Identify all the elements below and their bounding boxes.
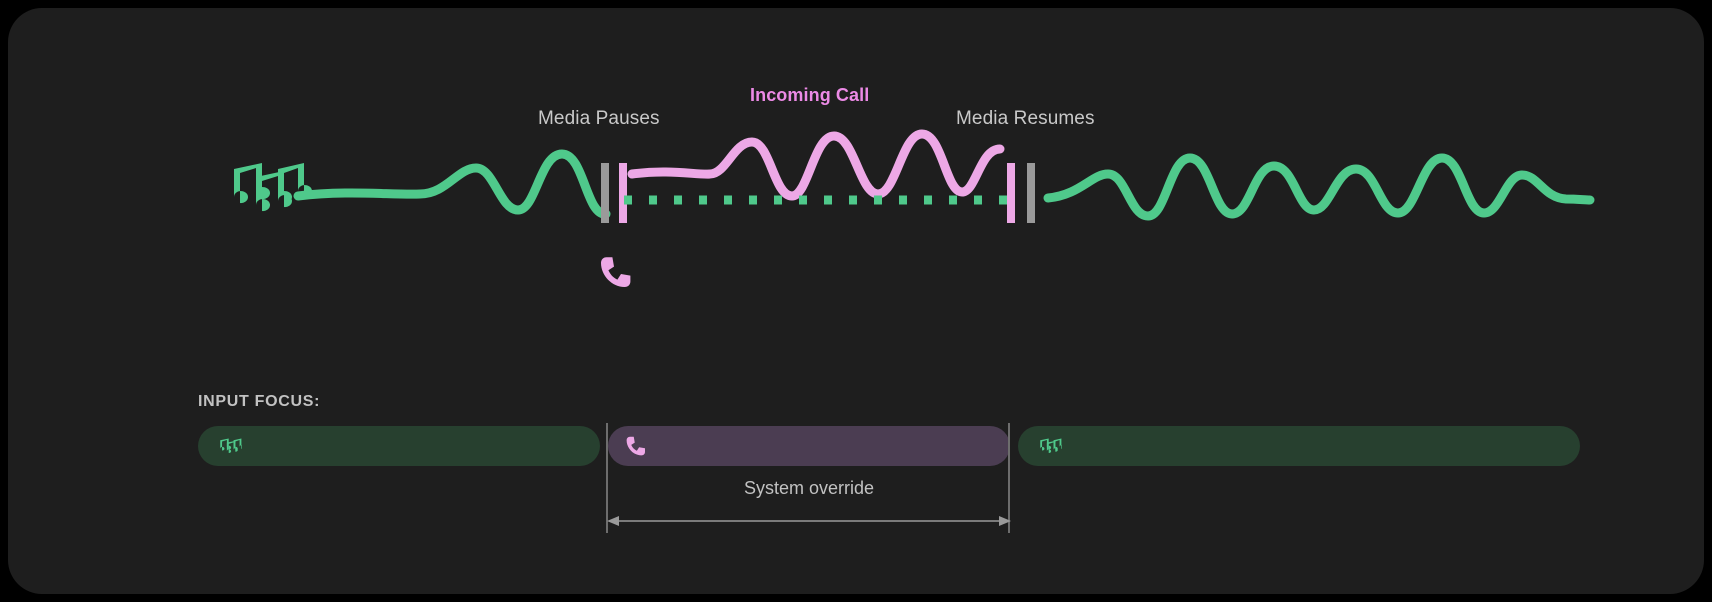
waveform-media-after xyxy=(1043,153,1595,221)
waveform-media-before xyxy=(293,149,611,219)
system-override-label: System override xyxy=(743,478,875,498)
waveform-incoming-call xyxy=(627,129,1005,201)
pause-bar-pink xyxy=(619,163,627,223)
focus-track-call[interactable] xyxy=(608,426,1010,466)
label-incoming-call: Incoming Call xyxy=(750,85,870,105)
focus-track-media-right[interactable] xyxy=(1018,426,1580,466)
override-boundary-left xyxy=(606,423,608,533)
music-notes-icon xyxy=(216,436,244,456)
focus-track-media-left[interactable] xyxy=(198,426,600,466)
music-notes-icon xyxy=(234,163,312,212)
system-override-arrow xyxy=(607,516,1011,526)
phone-icon xyxy=(601,257,631,287)
music-notes-icon xyxy=(1036,436,1064,456)
resume-bar-gray xyxy=(1027,163,1035,223)
label-media-resumes: Media Resumes xyxy=(956,108,1095,129)
input-focus-title: INPUT FOCUS: xyxy=(198,393,321,410)
override-boundary-right xyxy=(1008,423,1010,533)
label-media-pauses: Media Pauses xyxy=(538,108,660,129)
phone-icon xyxy=(626,436,646,456)
waveform-graphic xyxy=(234,129,1595,287)
diagram-canvas: Media Pauses Incoming Call Media Resumes… xyxy=(8,8,1704,594)
resume-bar-pink xyxy=(1007,163,1015,223)
pause-bar-gray xyxy=(601,163,609,223)
